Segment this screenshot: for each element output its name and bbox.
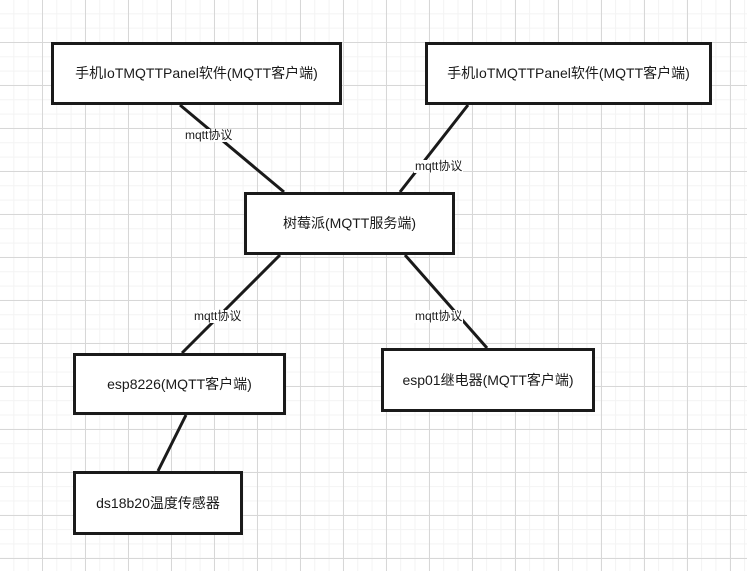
node-label-esp01: esp01继电器(MQTT客户端) <box>402 371 574 388</box>
node-label-broker: 树莓派(MQTT服务端) <box>283 215 416 232</box>
edge-label-phone2-broker: mqtt协议 <box>414 159 464 174</box>
edge-label-broker-esp01: mqtt协议 <box>414 309 464 324</box>
node-ds18b20[interactable]: ds18b20温度传感器 <box>73 471 243 535</box>
node-label-phone1: 手机IoTMQTTPanel软件(MQTT客户端) <box>75 65 318 82</box>
node-label-ds18b20: ds18b20温度传感器 <box>96 494 220 511</box>
edge-esp8226-ds18b20[interactable] <box>156 414 188 472</box>
node-esp8226[interactable]: esp8226(MQTT客户端) <box>73 353 286 415</box>
edge-broker-esp01[interactable] <box>403 254 489 349</box>
edge-label-phone1-broker: mqtt协议 <box>184 128 234 143</box>
node-esp01[interactable]: esp01继电器(MQTT客户端) <box>381 348 595 412</box>
edge-phone2-broker[interactable] <box>398 104 470 193</box>
node-label-esp8226: esp8226(MQTT客户端) <box>107 375 252 392</box>
node-broker[interactable]: 树莓派(MQTT服务端) <box>244 192 455 255</box>
edge-broker-esp8226[interactable] <box>180 253 282 355</box>
edge-label-broker-esp8226: mqtt协议 <box>193 309 243 324</box>
node-phone2[interactable]: 手机IoTMQTTPanel软件(MQTT客户端) <box>425 42 712 105</box>
node-label-phone2: 手机IoTMQTTPanel软件(MQTT客户端) <box>447 65 690 82</box>
node-phone1[interactable]: 手机IoTMQTTPanel软件(MQTT客户端) <box>51 42 342 105</box>
edge-phone1-broker[interactable] <box>179 103 285 194</box>
